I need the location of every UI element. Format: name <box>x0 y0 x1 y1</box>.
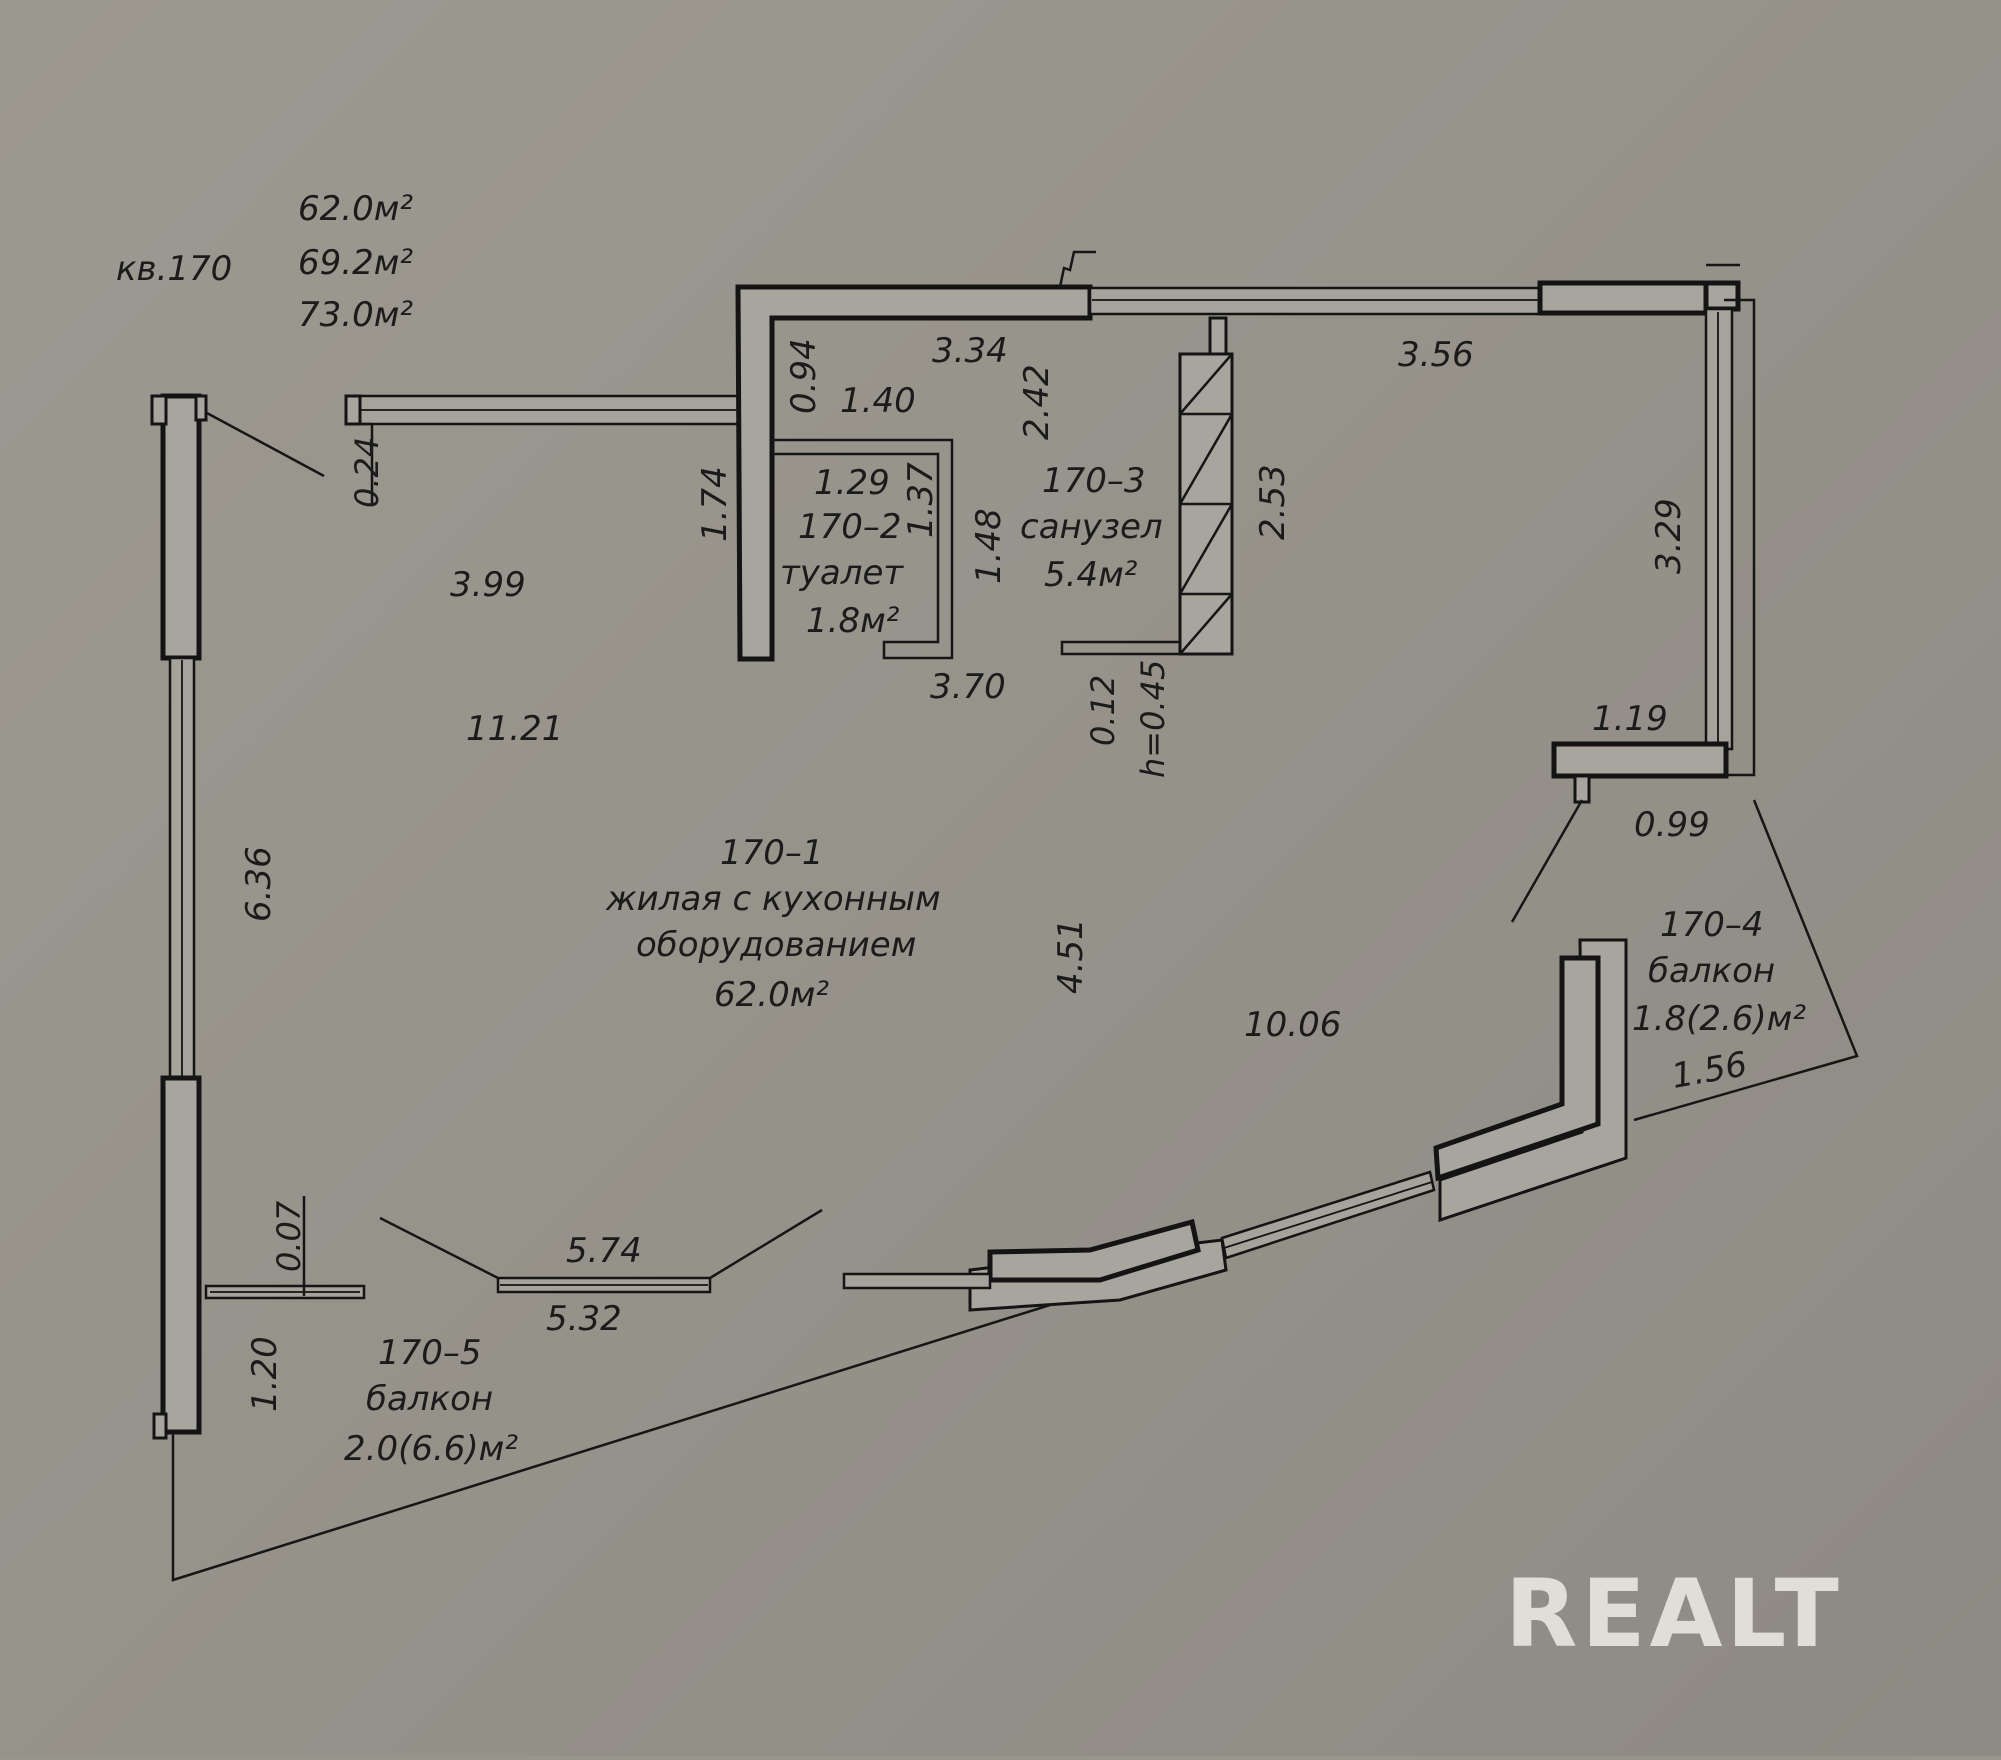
door-swing-right <box>1510 799 1584 923</box>
bathroom-id: 170–3 <box>1042 461 1146 501</box>
dim-11-21: 11.21 <box>466 709 563 749</box>
toilet-name: туалет <box>780 553 904 593</box>
balcony-right-area: 1.8(2.6)м² <box>1632 999 1806 1039</box>
dim-3-56: 3.56 <box>1398 335 1474 375</box>
dim-0-12: 0.12 <box>1084 675 1122 746</box>
dim-2-42: 2.42 <box>1017 364 1057 440</box>
dim-0-94: 0.94 <box>784 338 824 414</box>
toilet-area: 1.8м² <box>806 601 900 641</box>
dim-0-07: 0.07 <box>270 1200 308 1272</box>
right-window <box>1704 307 1734 751</box>
angled-wall-inner <box>1433 955 1601 1182</box>
dim-1-74: 1.74 <box>695 466 735 542</box>
toilet-id: 170–2 <box>798 507 902 547</box>
top-right-wall <box>1537 280 1709 316</box>
dim-6-36: 6.36 <box>239 846 279 922</box>
living-area: 62.0м² <box>714 975 829 1015</box>
dim-5-32: 5.32 <box>546 1299 622 1339</box>
dim-3-29: 3.29 <box>1649 498 1689 574</box>
door-swing-left <box>204 410 325 478</box>
living-name-line1: жилая с кухонным <box>605 879 941 919</box>
dim-0-24: 0.24 <box>348 437 386 508</box>
balcony-left-id: 170–5 <box>378 1333 482 1373</box>
balcony-outline-left <box>162 1303 1051 1582</box>
left-wall-lower <box>160 1075 202 1435</box>
right-pier <box>1551 741 1729 779</box>
dim-10-06: 10.06 <box>1244 1005 1341 1045</box>
left-wall-upper <box>160 393 202 661</box>
bathroom-name: санузел <box>1020 507 1163 547</box>
dim-4-51: 4.51 <box>1051 918 1091 994</box>
realt-watermark-logo: REALT <box>1505 1560 1843 1669</box>
bay-window <box>204 422 823 1300</box>
dim-3-99: 3.99 <box>450 565 526 605</box>
ventilation-shaft <box>1060 316 1234 656</box>
dim-1-19: 1.19 <box>1592 699 1668 739</box>
top-window <box>1088 286 1542 316</box>
dim-5-74: 5.74 <box>566 1231 642 1271</box>
dim-h-0-45: h=0.45 <box>1134 660 1172 778</box>
dim-3-70: 3.70 <box>930 667 1006 707</box>
area-total-with-balcony: 73.0м² <box>298 295 413 335</box>
area-living: 62.0м² <box>298 189 413 229</box>
living-id: 170–1 <box>720 833 824 873</box>
balcony-left-name: балкон <box>366 1379 493 1419</box>
dim-1-20: 1.20 <box>245 1336 285 1412</box>
balcony-outline-right <box>1633 799 1859 1122</box>
dim-3-34: 3.34 <box>932 331 1008 371</box>
wall-break-mark <box>1058 250 1096 288</box>
living-name-line2: оборудованием <box>636 925 916 965</box>
dim-0-99: 0.99 <box>1634 805 1710 845</box>
dim-2-53: 2.53 <box>1253 464 1293 540</box>
dim-1-37: 1.37 <box>901 462 941 538</box>
dim-1-40: 1.40 <box>840 381 916 421</box>
central-walls <box>735 250 1740 662</box>
dim-1-48: 1.48 <box>969 508 1009 584</box>
bathroom-area: 5.4м² <box>1044 555 1138 595</box>
right-wall <box>1510 280 1756 923</box>
bottom-small-window <box>842 1272 992 1290</box>
toilet-partition <box>772 438 954 660</box>
apartment-label: кв.170 <box>116 249 232 289</box>
dim-1-29: 1.29 <box>814 463 890 503</box>
balcony-left-area: 2.0(6.6)м² <box>344 1429 518 1469</box>
area-total: 69.2м² <box>298 243 413 283</box>
balcony-right-id: 170–4 <box>1660 905 1764 945</box>
balcony-right-name: балкон <box>1648 951 1775 991</box>
bottom-right-walls <box>842 938 1628 1312</box>
top-left-partition <box>344 394 742 426</box>
left-wall <box>150 393 325 1440</box>
